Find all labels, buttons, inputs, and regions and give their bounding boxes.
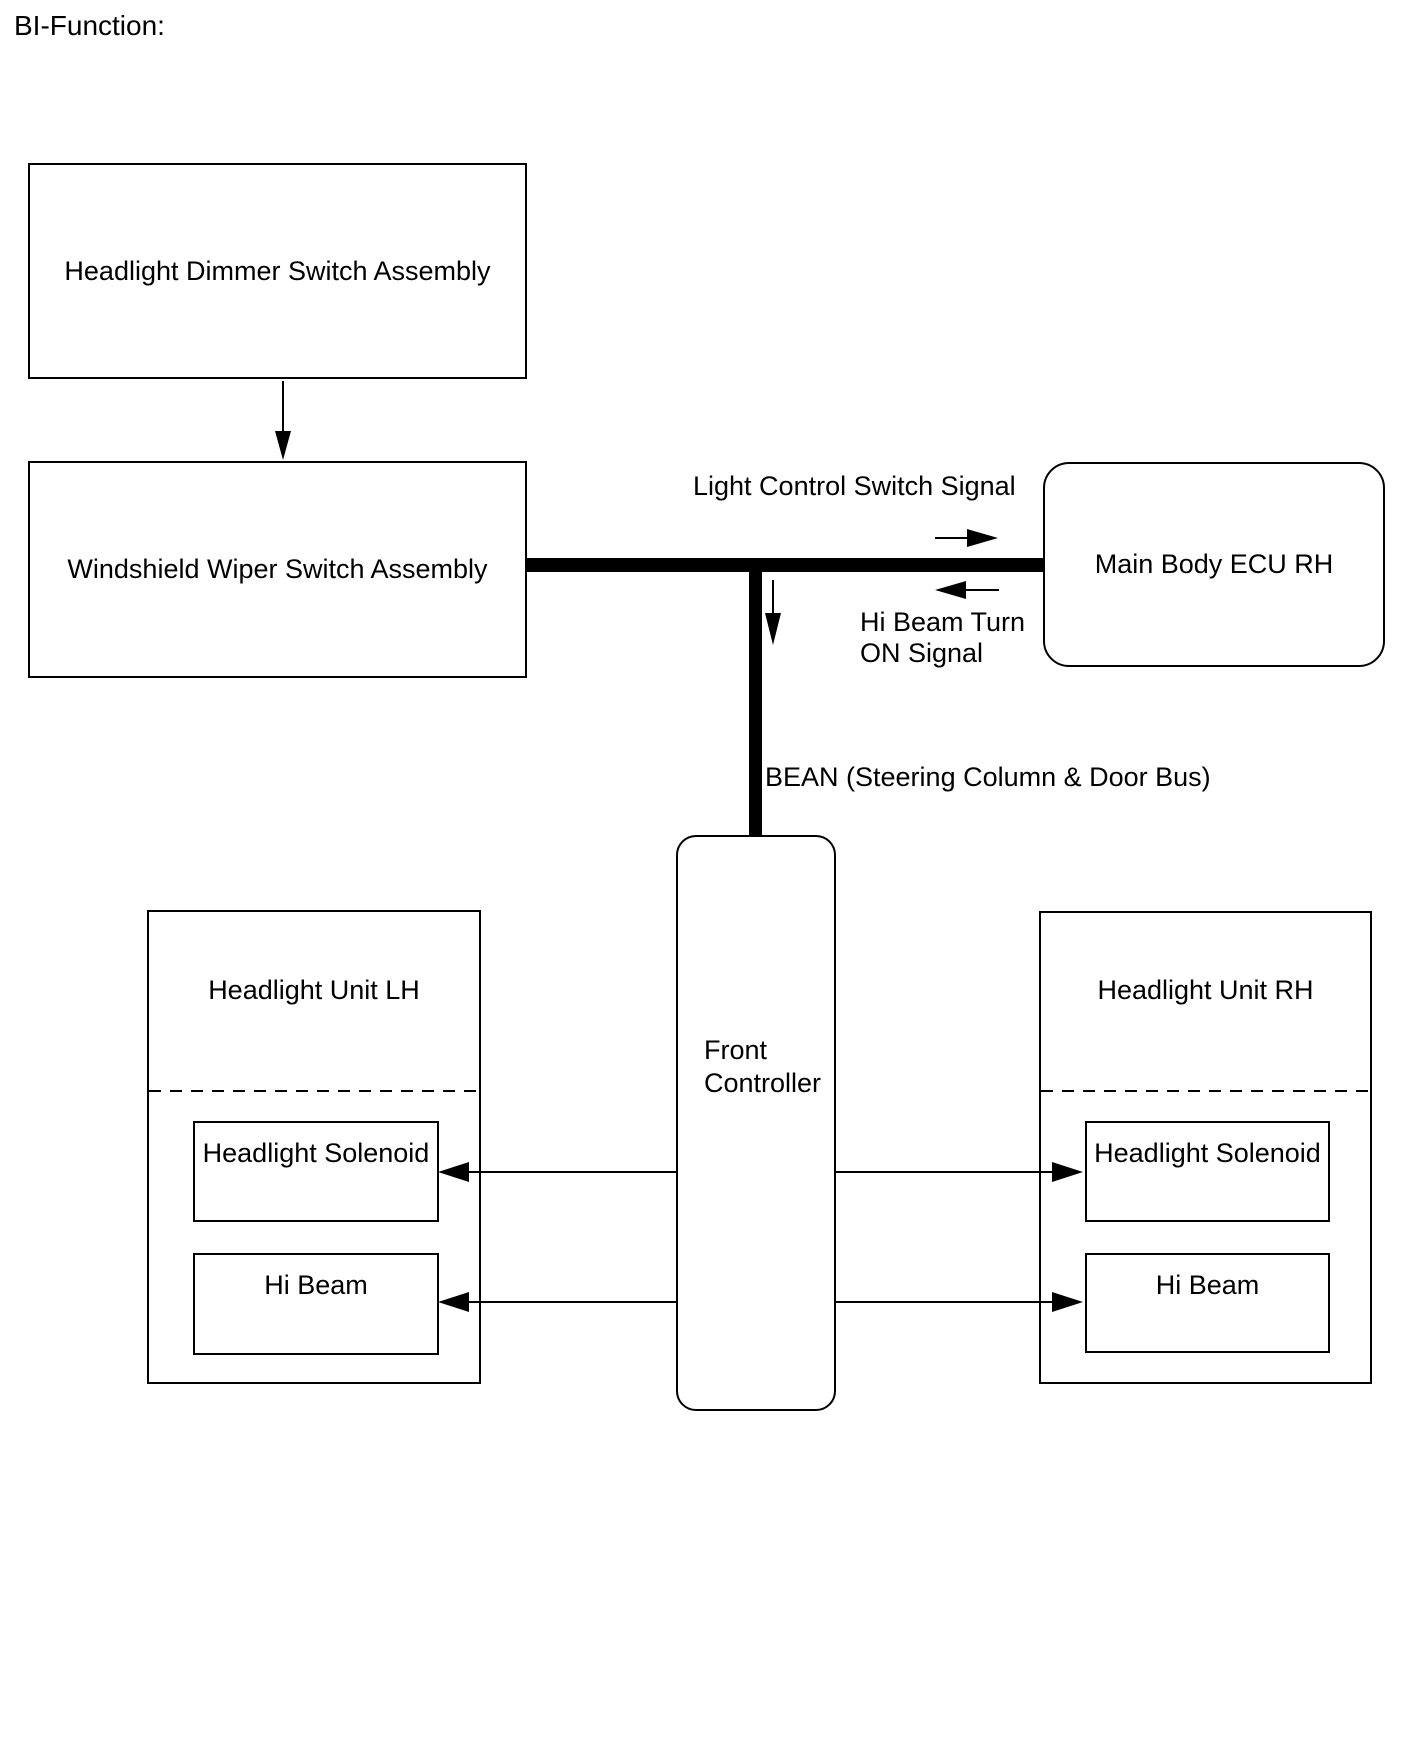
headlight-unit-rh-box: Headlight Unit RH Headlight Solenoid Hi … bbox=[1039, 911, 1372, 1384]
rh-headlight-solenoid-box: Headlight Solenoid bbox=[1085, 1121, 1330, 1222]
bus-branch-down-arrowhead-icon bbox=[765, 613, 781, 645]
hi-beam-signal-arrowhead-icon bbox=[935, 581, 966, 599]
lh-headlight-solenoid-label: Headlight Solenoid bbox=[202, 1138, 430, 1168]
diagram-title: BI-Function: bbox=[14, 10, 165, 41]
fc-to-rh-hibeam-line bbox=[836, 1301, 1052, 1303]
dimmer-switch-label: Headlight Dimmer Switch Assembly bbox=[64, 255, 491, 286]
front-controller-label: Front Controller bbox=[704, 1035, 822, 1098]
hi-beam-signal-line bbox=[966, 589, 999, 591]
fc-to-lh-hibeam-arrowhead-icon bbox=[438, 1292, 469, 1312]
rh-internal-divider bbox=[1041, 1090, 1370, 1092]
headlight-unit-rh-label: Headlight Unit RH bbox=[1097, 975, 1314, 1005]
headlight-unit-lh-label: Headlight Unit LH bbox=[208, 975, 420, 1005]
rh-headlight-solenoid-label: Headlight Solenoid bbox=[1094, 1138, 1321, 1168]
fc-to-rh-solenoid-arrowhead-icon bbox=[1052, 1162, 1083, 1182]
bus-vertical-line bbox=[749, 558, 762, 836]
front-controller-box: Front Controller bbox=[676, 835, 836, 1411]
fc-to-lh-solenoid-arrowhead-icon bbox=[438, 1162, 469, 1182]
fc-to-rh-hibeam-arrowhead-icon bbox=[1052, 1292, 1083, 1312]
fc-to-lh-hibeam-line bbox=[468, 1301, 676, 1303]
main-body-ecu-label: Main Body ECU RH bbox=[1094, 549, 1334, 579]
wiper-switch-box: Windshield Wiper Switch Assembly bbox=[28, 461, 527, 678]
hi-beam-turn-signal-label: Hi Beam Turn ON Signal bbox=[860, 607, 1026, 668]
wiper-switch-label: Windshield Wiper Switch Assembly bbox=[67, 554, 488, 584]
bean-bus-label: BEAN (Steering Column & Door Bus) bbox=[765, 762, 1211, 792]
fc-to-rh-solenoid-line bbox=[836, 1171, 1052, 1173]
lh-internal-divider bbox=[149, 1090, 479, 1092]
dimmer-to-wiper-line bbox=[282, 381, 284, 433]
light-control-signal-arrowhead-icon bbox=[967, 529, 998, 547]
bus-branch-down-line bbox=[772, 580, 774, 614]
fc-to-lh-solenoid-line bbox=[468, 1171, 676, 1173]
headlight-unit-lh-box: Headlight Unit LH Headlight Solenoid Hi … bbox=[147, 910, 481, 1384]
lh-hi-beam-box: Hi Beam bbox=[193, 1253, 439, 1355]
bus-horizontal-line bbox=[527, 558, 1043, 572]
light-control-signal-label: Light Control Switch Signal bbox=[693, 471, 1016, 501]
rh-hi-beam-box: Hi Beam bbox=[1085, 1253, 1330, 1353]
lh-headlight-solenoid-box: Headlight Solenoid bbox=[193, 1121, 439, 1222]
dimmer-to-wiper-arrowhead-icon bbox=[275, 431, 291, 460]
dimmer-switch-box: Headlight Dimmer Switch Assembly bbox=[28, 163, 527, 379]
main-body-ecu-box: Main Body ECU RH bbox=[1043, 462, 1385, 667]
lh-hi-beam-label: Hi Beam bbox=[264, 1270, 368, 1300]
rh-hi-beam-label: Hi Beam bbox=[1155, 1270, 1260, 1300]
light-control-signal-line bbox=[935, 537, 969, 539]
